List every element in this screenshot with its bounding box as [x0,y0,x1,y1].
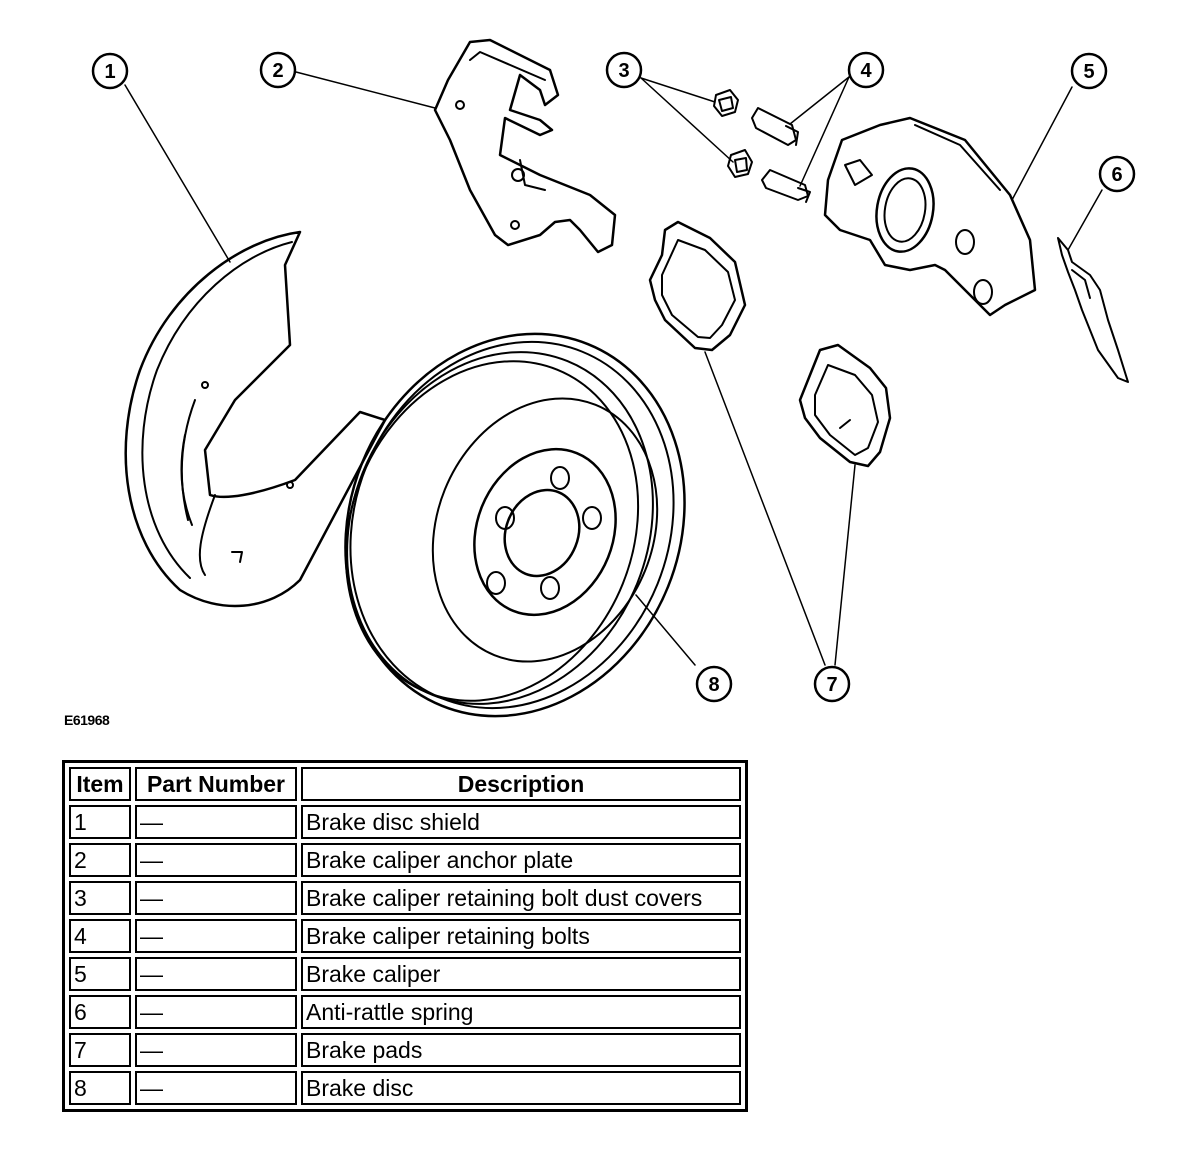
cell-description: Brake caliper retaining bolt dust covers [301,881,741,915]
cell-part-number: — [135,995,297,1029]
table-row: 3 — Brake caliper retaining bolt dust co… [69,881,741,915]
parts-table: Item Part Number Description 1 — Brake d… [62,760,748,1112]
cell-description: Brake disc [301,1071,741,1105]
brake-disc-shield [124,230,387,608]
cell-part-number: — [135,843,297,877]
cell-description: Brake disc shield [301,805,741,839]
cell-description: Brake caliper anchor plate [301,843,741,877]
leader-lines [124,71,1103,666]
callout-3: 3 [618,60,629,82]
callout-8: 8 [708,674,719,696]
figure-id: E61968 [64,712,110,728]
cell-part-number: — [135,919,297,953]
cell-part-number: — [135,1033,297,1067]
cell-item: 7 [69,1033,131,1067]
cell-description: Brake caliper retaining bolts [301,919,741,953]
brake-disc [344,332,686,718]
cell-item: 8 [69,1071,131,1105]
table-row: 8 — Brake disc [69,1071,741,1105]
table-row: 2 — Brake caliper anchor plate [69,843,741,877]
table-row: 6 — Anti-rattle spring [69,995,741,1029]
brake-caliper [823,116,1037,317]
callout-6: 6 [1111,164,1122,186]
anti-rattle-spring [1057,237,1129,383]
cell-description: Brake caliper [301,957,741,991]
table-row: 7 — Brake pads [69,1033,741,1067]
table-row: 5 — Brake caliper [69,957,741,991]
header-description: Description [301,767,741,801]
brake-pads [648,220,892,468]
brake-caliper-retaining-bolts [751,107,811,203]
cell-description: Anti-rattle spring [301,995,741,1029]
callout-5: 5 [1083,61,1094,83]
cell-item: 2 [69,843,131,877]
callout-7: 7 [826,674,837,696]
brake-caliper-retaining-bolt-dust-covers [713,89,753,178]
callout-1: 1 [104,61,115,83]
cell-item: 4 [69,919,131,953]
cell-part-number: — [135,1071,297,1105]
cell-item: 5 [69,957,131,991]
callout-2: 2 [272,60,283,82]
cell-description: Brake pads [301,1033,741,1067]
cell-item: 3 [69,881,131,915]
brake-assembly-diagram: 1 2 3 4 5 6 7 8 [91,38,1136,718]
brake-caliper-anchor-plate [433,38,617,254]
cell-item: 6 [69,995,131,1029]
cell-item: 1 [69,805,131,839]
table-row: 4 — Brake caliper retaining bolts [69,919,741,953]
callout-4: 4 [860,60,872,82]
cell-part-number: — [135,881,297,915]
table-header-row: Item Part Number Description [69,767,741,801]
header-item: Item [69,767,131,801]
cell-part-number: — [135,805,297,839]
table-row: 1 — Brake disc shield [69,805,741,839]
cell-part-number: — [135,957,297,991]
callout-circles [91,51,1136,703]
header-part-number: Part Number [135,767,297,801]
